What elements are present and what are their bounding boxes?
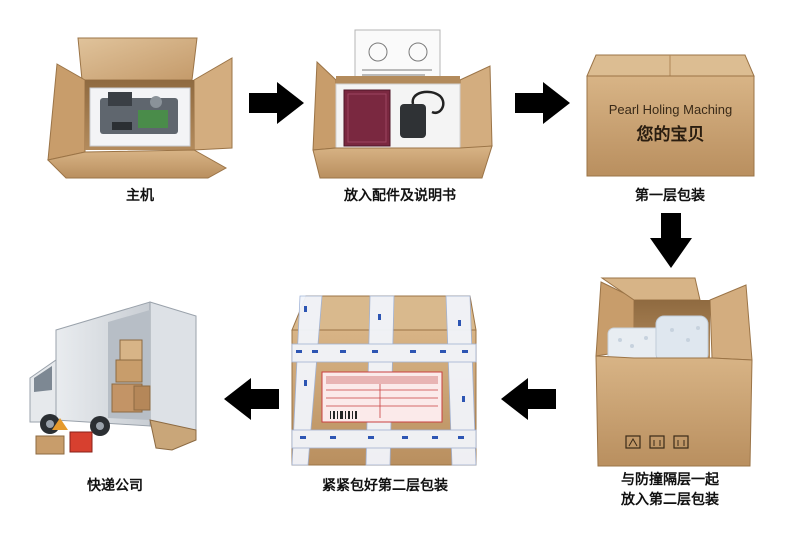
arrow-right-2 <box>515 82 570 124</box>
arrow-left-2 <box>224 378 279 420</box>
step2-box-with-accessories <box>312 29 493 179</box>
step4-box-with-padding <box>595 277 753 467</box>
arrow-down-1 <box>650 213 692 268</box>
step5-taped-box <box>291 295 477 466</box>
step3-label: 第一层包装 <box>635 188 705 204</box>
step1-label: 主机 <box>126 188 154 204</box>
step6-delivery-truck <box>29 301 197 455</box>
step4-label-line2: 放入第二层包装 <box>621 492 719 508</box>
step1-box-with-machine <box>46 37 233 179</box>
step4-label-line1: 与防撞隔层一起 <box>621 472 719 488</box>
step5-label: 紧紧包好第二层包装 <box>322 478 448 494</box>
arrow-left-1 <box>501 378 556 420</box>
step6-label: 快递公司 <box>87 478 143 494</box>
arrow-right-1 <box>249 82 304 124</box>
step3-closed-box <box>586 54 755 177</box>
box-print-chinese: 您的宝贝 <box>636 125 705 145</box>
step2-label: 放入配件及说明书 <box>344 188 456 204</box>
box-print-brand: Pearl Holing Maching <box>608 102 733 117</box>
